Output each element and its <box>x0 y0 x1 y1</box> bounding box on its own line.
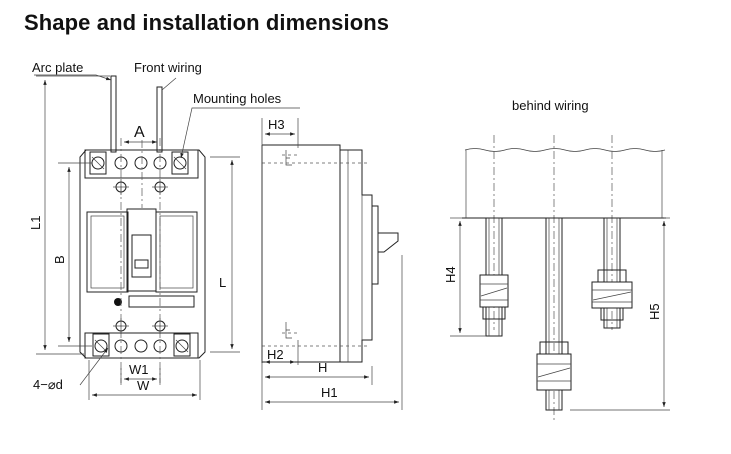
side-view: H3 H2 H H1 <box>261 117 403 410</box>
top-terminal-strip <box>84 149 199 179</box>
leader-holes <box>79 347 109 386</box>
center-stud <box>536 217 572 411</box>
dim-label-H1: H1 <box>321 385 338 400</box>
page-title: Shape and installation dimensions <box>24 10 390 35</box>
side-body-outline <box>261 144 373 363</box>
name-plate <box>128 295 195 308</box>
behind-wiring-view: behind wiring <box>443 98 670 420</box>
dim-label-W1: W1 <box>129 362 149 377</box>
callout-arc-plate: Arc plate <box>32 60 83 75</box>
front-view: Arc plate Front wiring Mounting holes A … <box>28 60 300 400</box>
dim-label-A: A <box>134 124 145 141</box>
right-stud <box>591 217 633 329</box>
left-window <box>86 211 129 293</box>
indicator-dot <box>114 298 122 306</box>
dim-label-L1: L1 <box>28 216 43 230</box>
dim-label-W: W <box>137 378 150 393</box>
operating-handle-frame <box>126 208 157 292</box>
dim-label-H4: H4 <box>443 266 458 283</box>
leader-arc-plate <box>34 74 112 81</box>
leader-mounting-holes <box>180 107 300 159</box>
dim-label-H3: H3 <box>268 117 285 132</box>
dim-label-L: L <box>219 275 226 290</box>
dim-label-B: B <box>52 255 67 264</box>
dim-label-H5: H5 <box>647 303 662 320</box>
dim-label-holes: 4−⌀d <box>33 377 63 392</box>
operating-handle <box>131 234 152 278</box>
top-terminals <box>89 151 189 175</box>
arc-plate-rod <box>110 75 117 153</box>
operating-handle-tab <box>134 259 149 269</box>
right-window-inner <box>159 215 194 289</box>
right-window <box>155 211 198 293</box>
left-window-inner <box>90 215 125 289</box>
break-line <box>464 148 666 152</box>
bottom-terminal-strip <box>84 332 199 359</box>
dim-label-H: H <box>318 360 327 375</box>
leader-front-wiring <box>161 77 177 91</box>
callout-mounting-holes: Mounting holes <box>193 91 282 106</box>
side-handle <box>371 205 379 285</box>
front-wiring-rod <box>156 86 163 153</box>
breaker-body-outline <box>79 149 206 359</box>
behind-wiring-label: behind wiring <box>512 98 589 113</box>
left-stud <box>479 217 509 337</box>
bottom-terminals <box>92 333 191 357</box>
callout-front-wiring: Front wiring <box>134 60 202 75</box>
dim-label-H2: H2 <box>267 347 284 362</box>
